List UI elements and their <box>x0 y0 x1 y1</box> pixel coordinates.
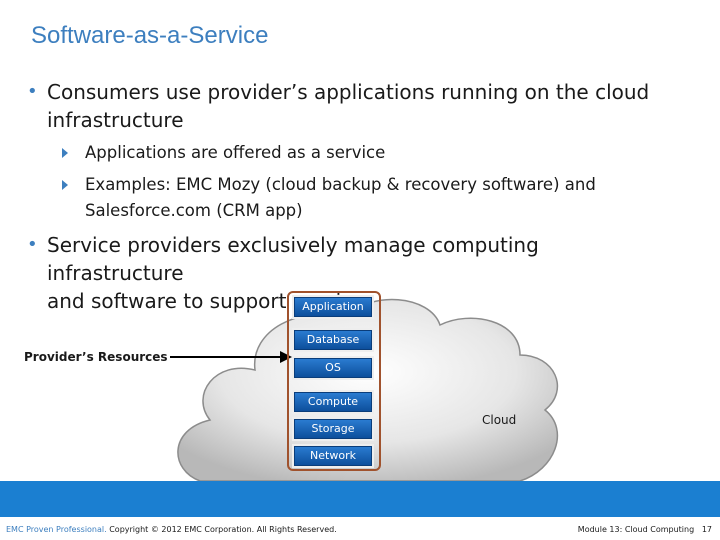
provider-arrowhead-icon <box>280 351 292 363</box>
arrow-bullet-icon <box>62 148 68 158</box>
provider-resources-label: Provider’s Resources <box>24 350 168 364</box>
arrow-bullet-icon <box>62 180 68 190</box>
layer-compute: Compute <box>294 392 372 412</box>
cloud-label: Cloud <box>482 413 517 427</box>
sub-bullet-2: Examples: EMC Mozy (cloud backup & recov… <box>62 172 682 224</box>
layer-network: Network <box>294 446 372 466</box>
cloud-shape <box>177 298 559 482</box>
layer-application: Application <box>294 297 372 317</box>
bullet-1-line-2: infrastructure <box>47 108 184 132</box>
footer-copyright: EMC Proven Professional. Copyright © 201… <box>6 525 337 534</box>
sub-bullet-2-line-2: Salesforce.com (CRM app) <box>85 201 303 220</box>
sub-bullet-2-line-1: Examples: EMC Mozy (cloud backup & recov… <box>85 175 596 194</box>
footer-band <box>0 481 720 517</box>
slide-title: Software-as-a-Service <box>31 22 269 49</box>
layer-os: OS <box>294 358 372 378</box>
bullet-1: • Consumers use provider’s applications … <box>27 78 707 134</box>
layer-storage: Storage <box>294 419 372 439</box>
footer-brand: EMC Proven Professional. <box>6 525 107 534</box>
sub-bullet-1: Applications are offered as a service <box>62 140 682 166</box>
page-number: 17 <box>701 525 712 534</box>
provider-resources-frame <box>287 291 381 471</box>
bullet-1-line-1: Consumers use provider’s applications ru… <box>47 80 650 104</box>
layer-database: Database <box>294 330 372 350</box>
footer-copyright-text: Copyright © 2012 EMC Corporation. All Ri… <box>106 525 337 534</box>
footer-module: Module 13: Cloud Computing 17 <box>578 525 712 534</box>
bullet-dot-icon: • <box>27 81 38 102</box>
sub-bullet-1-text: Applications are offered as a service <box>85 143 386 162</box>
bullet-2-line-1: Service providers exclusively manage com… <box>47 233 539 285</box>
footer-module-text: Module 13: Cloud Computing <box>577 525 695 534</box>
bullet-dot-icon: • <box>27 234 38 255</box>
